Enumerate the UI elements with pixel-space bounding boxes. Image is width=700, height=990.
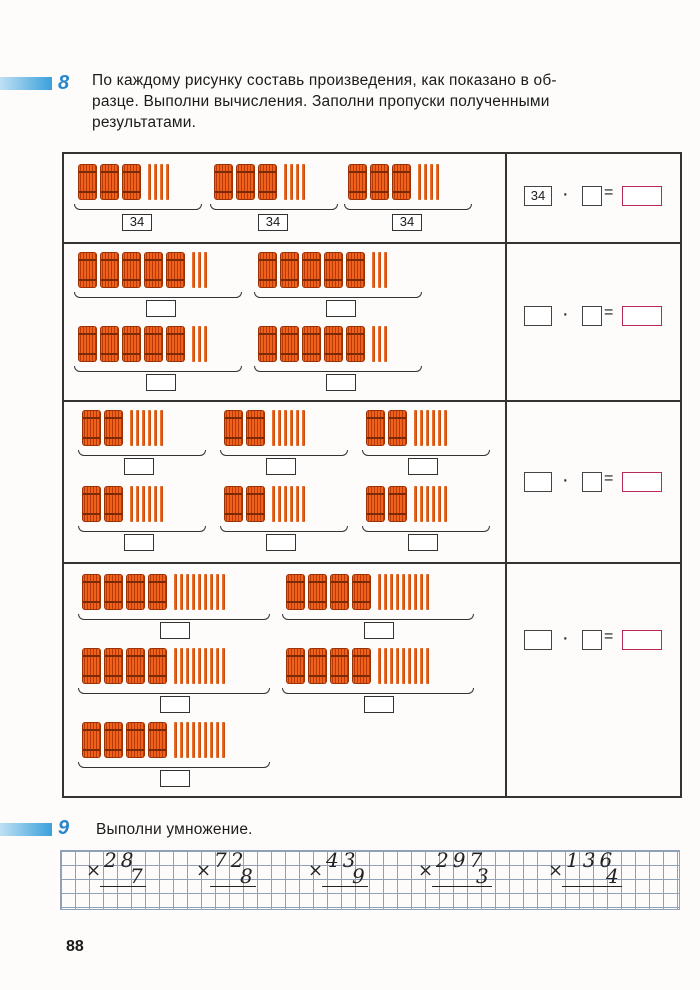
answer-box[interactable] xyxy=(326,300,356,317)
factor-box-empty[interactable] xyxy=(582,186,602,206)
dot-sign: · xyxy=(562,469,569,491)
multiplier: 4 xyxy=(606,864,619,888)
sample-value-box: 34 xyxy=(392,214,422,231)
multiplicand: 297 xyxy=(436,848,487,872)
page-number: 88 xyxy=(66,938,84,955)
multiplier: 9 xyxy=(352,864,365,888)
task-8-number: 8 xyxy=(58,72,70,94)
multiplier: 8 xyxy=(240,864,253,888)
equals-sign: = xyxy=(604,304,614,321)
result-line xyxy=(322,886,368,887)
answer-box[interactable] xyxy=(364,622,394,639)
result-line xyxy=(432,886,492,887)
table-row-2-border xyxy=(64,242,680,244)
times-sign: × xyxy=(196,860,212,881)
factor-box-empty[interactable] xyxy=(582,630,602,650)
dot-sign: · xyxy=(562,183,569,205)
multiplier: 3 xyxy=(476,864,489,888)
multiplicand: 72 xyxy=(214,848,248,872)
answer-box[interactable] xyxy=(124,458,154,475)
factor-box-empty[interactable] xyxy=(582,472,602,492)
answer-box[interactable] xyxy=(266,458,296,475)
grid-paper xyxy=(60,850,680,910)
answer-box[interactable] xyxy=(364,696,394,713)
answer-box[interactable] xyxy=(160,696,190,713)
times-sign: × xyxy=(308,860,324,881)
table-row-4-border xyxy=(64,562,680,564)
answer-box[interactable] xyxy=(160,622,190,639)
answer-box[interactable] xyxy=(146,300,176,317)
factor-box: 34 xyxy=(524,186,552,206)
sample-value-box: 34 xyxy=(122,214,152,231)
answer-box[interactable] xyxy=(146,374,176,391)
answer-box[interactable] xyxy=(160,770,190,787)
result-box[interactable] xyxy=(622,630,662,650)
answer-box[interactable] xyxy=(408,458,438,475)
multiplier: 7 xyxy=(130,864,143,888)
task-8-text: По каждому рисунку составь произведения,… xyxy=(92,70,687,133)
times-sign: × xyxy=(86,860,102,881)
equals-sign: = xyxy=(604,628,614,645)
factor-box-empty[interactable] xyxy=(582,306,602,326)
multiplicand: 28 xyxy=(104,848,138,872)
answer-box[interactable] xyxy=(408,534,438,551)
task-9-text: Выполни умножение. xyxy=(96,821,253,838)
task-8-marker xyxy=(0,77,52,90)
times-sign: × xyxy=(548,860,564,881)
multiplicand: 136 xyxy=(566,848,617,872)
task-8-line-1: По каждому рисунку составь произведения,… xyxy=(92,72,557,89)
task-9-number: 9 xyxy=(58,817,70,839)
sample-value-box: 34 xyxy=(258,214,288,231)
result-box[interactable] xyxy=(622,186,662,206)
table-row-3-border xyxy=(64,400,680,402)
exercise-table: 34 34 34 34 · = · = xyxy=(62,152,682,798)
answer-box[interactable] xyxy=(266,534,296,551)
answer-box[interactable] xyxy=(124,534,154,551)
factor-box-empty[interactable] xyxy=(524,306,552,326)
multiplicand: 43 xyxy=(326,848,360,872)
task-8-line-3: результатами. xyxy=(92,114,197,131)
dot-sign: · xyxy=(562,627,569,649)
result-box[interactable] xyxy=(622,306,662,326)
equals-sign: = xyxy=(604,184,614,201)
task-8-line-2: разце. Выполни вычисления. Заполни пропу… xyxy=(92,93,550,110)
result-line xyxy=(100,886,146,887)
result-line xyxy=(210,886,256,887)
table-divider xyxy=(505,154,507,796)
task-9-marker xyxy=(0,823,52,836)
times-sign: × xyxy=(418,860,434,881)
result-line xyxy=(562,886,622,887)
factor-box-empty[interactable] xyxy=(524,472,552,492)
answer-box[interactable] xyxy=(326,374,356,391)
factor-box-empty[interactable] xyxy=(524,630,552,650)
dot-sign: · xyxy=(562,303,569,325)
result-box[interactable] xyxy=(622,472,662,492)
equals-sign: = xyxy=(604,470,614,487)
